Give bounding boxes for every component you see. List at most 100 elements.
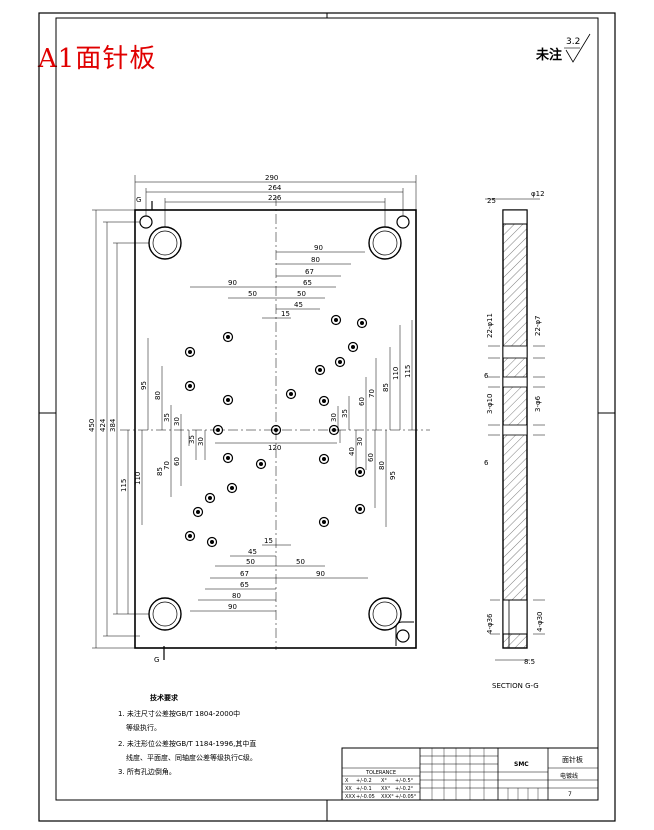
ejector-hole bbox=[184, 530, 196, 542]
ejector-hole-core bbox=[210, 540, 214, 544]
dim-left-35-lower: 35 bbox=[188, 435, 196, 444]
section-dim-6a: 6 bbox=[484, 372, 489, 380]
tol-r3-c: XXX° bbox=[381, 794, 394, 800]
ejector-hole bbox=[347, 341, 359, 353]
dim-right-85: 85 bbox=[382, 383, 390, 392]
section-dim-4-36: 4-φ36 bbox=[486, 613, 494, 634]
ejector-hole-core bbox=[226, 398, 230, 402]
dim-left-60: 60 bbox=[173, 457, 181, 466]
dim-left-30-lower: 30 bbox=[197, 437, 205, 446]
dim-right-60: 60 bbox=[358, 397, 366, 406]
section-view: 25 φ12 22-φ11 22-φ7 3-φ10 3-φ6 6 6 4-φ36… bbox=[484, 190, 545, 690]
dim-right-lower-30: 30 bbox=[356, 437, 364, 446]
roughness-symbol bbox=[565, 33, 591, 63]
section-dim-22-7: 22-φ7 bbox=[534, 315, 542, 336]
dim-384: 384 bbox=[109, 418, 117, 432]
ejector-hole-core bbox=[322, 399, 326, 403]
ejector-hole bbox=[285, 388, 297, 400]
tol-r3-d: +/-0.05° bbox=[395, 794, 417, 800]
ejector-hole-core bbox=[334, 318, 338, 322]
ejector-hole bbox=[318, 516, 330, 528]
ejector-hole bbox=[184, 380, 196, 392]
ejector-hole bbox=[222, 394, 234, 406]
dim-bottom-90-left: 90 bbox=[228, 603, 237, 611]
section-dim-22-11: 22-φ11 bbox=[486, 313, 494, 338]
dim-bottom-80: 80 bbox=[232, 592, 241, 600]
ejector-hole bbox=[206, 536, 218, 548]
ejector-hole-core bbox=[332, 428, 336, 432]
ejector-hole bbox=[354, 503, 366, 515]
ejector-hole bbox=[318, 395, 330, 407]
title-block bbox=[341, 747, 599, 801]
dim-right-lower-60: 60 bbox=[367, 453, 375, 462]
ejector-hole-core bbox=[226, 335, 230, 339]
outer-border bbox=[38, 12, 616, 822]
ejector-hole bbox=[204, 492, 216, 504]
guide-hole-tr bbox=[396, 215, 410, 229]
ejector-hole bbox=[356, 317, 368, 329]
ejector-hole-core bbox=[338, 360, 342, 364]
dim-450: 450 bbox=[88, 419, 96, 432]
dim-right-110: 110 bbox=[392, 367, 400, 380]
ejector-hole-core bbox=[318, 368, 322, 372]
dim-left-70: 70 bbox=[163, 461, 171, 470]
tol-r1-b: +/-0.2 bbox=[356, 778, 372, 784]
ejector-hole-core bbox=[259, 462, 263, 466]
ejector-hole bbox=[354, 466, 366, 478]
tol-r3-b: +/-0.05 bbox=[356, 794, 375, 800]
ejector-hole-core bbox=[188, 534, 192, 538]
dim-top-90: 90 bbox=[314, 244, 323, 252]
dim-top-45: 45 bbox=[294, 301, 303, 309]
notes-heading: 技术要求 bbox=[150, 694, 178, 702]
section-mark-top: G bbox=[136, 196, 141, 204]
guide-hole-tl bbox=[139, 215, 153, 229]
drawing-number: 电镀线 bbox=[560, 772, 578, 780]
dim-right-30: 30 bbox=[330, 413, 338, 422]
dim-right-35: 35 bbox=[341, 409, 349, 418]
section-dim-6b: 6 bbox=[484, 459, 489, 467]
ejector-hole bbox=[222, 331, 234, 343]
company-name: SMC bbox=[514, 761, 529, 768]
dim-bottom-90-right: 90 bbox=[316, 570, 325, 578]
return-pin-hole-tr bbox=[368, 226, 402, 260]
plate-outline bbox=[134, 209, 417, 649]
tol-r2-c: XX° bbox=[381, 786, 391, 792]
dim-bottom-15: 15 bbox=[264, 537, 273, 545]
section-dim-3-10: 3-φ10 bbox=[486, 393, 494, 414]
dim-top-80: 80 bbox=[311, 256, 320, 264]
surface-finish-value: 3.2 bbox=[566, 37, 581, 47]
ejector-hole bbox=[226, 482, 238, 494]
dim-left-30-upper: 30 bbox=[173, 417, 181, 426]
ejector-hole-core bbox=[230, 486, 234, 490]
tolerance-header: TOLERANCE bbox=[365, 770, 396, 776]
dim-left-80: 80 bbox=[154, 391, 162, 400]
dim-left-85: 85 bbox=[156, 467, 164, 476]
ejector-hole bbox=[184, 346, 196, 358]
dim-bottom-50-right: 50 bbox=[296, 558, 305, 566]
tol-r2-a: XX bbox=[345, 786, 352, 792]
ejector-hole-core bbox=[188, 384, 192, 388]
ejector-hole-core bbox=[351, 345, 355, 349]
note-line-2: 等级执行。 bbox=[126, 724, 161, 732]
ejector-hole-core bbox=[322, 520, 326, 524]
ejector-hole bbox=[255, 458, 267, 470]
dim-left-95: 95 bbox=[140, 381, 148, 390]
dim-upper-left-50: 50 bbox=[248, 290, 257, 298]
dim-424: 424 bbox=[99, 418, 107, 432]
dim-bottom-65: 65 bbox=[240, 581, 249, 589]
dim-110-left: 110 bbox=[134, 472, 142, 485]
guide-hole-br bbox=[396, 629, 410, 643]
section-dim-phi12: φ12 bbox=[531, 190, 545, 198]
section-label: SECTION G-G bbox=[492, 682, 539, 690]
dim-top-65: 65 bbox=[303, 279, 312, 287]
return-pin-hole-tl bbox=[148, 226, 182, 260]
sheet-number: 7 bbox=[568, 791, 572, 798]
note-line-3: 2. 未注形位公差按GB/T 1184-1996,其中直 bbox=[118, 740, 257, 748]
ejector-hole bbox=[212, 424, 224, 436]
dim-left-35-upper: 35 bbox=[163, 413, 171, 422]
surface-finish-label: 未注 bbox=[536, 48, 563, 63]
ejector-hole bbox=[328, 424, 340, 436]
tol-r3-a: XXX bbox=[345, 794, 356, 800]
dim-115-left: 115 bbox=[120, 479, 128, 492]
